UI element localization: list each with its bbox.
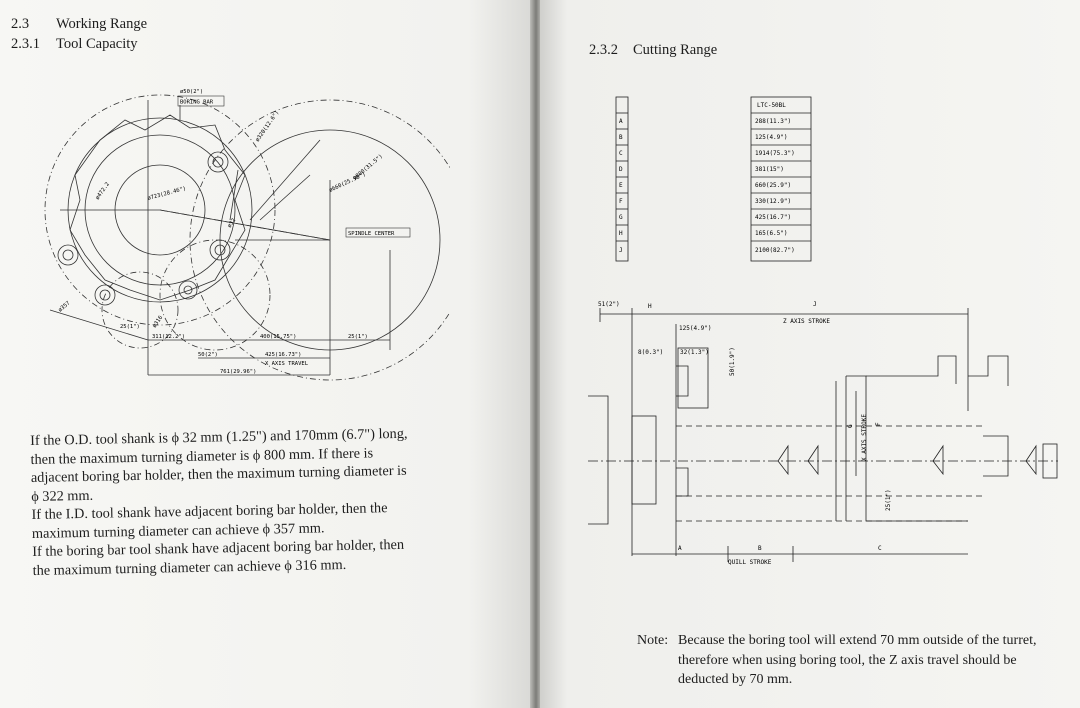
- section-number: 2.3: [11, 16, 30, 32]
- dim-label-425: 425(16.73"): [265, 352, 301, 358]
- book-gutter: [530, 0, 542, 708]
- dim-label-25: 25(1"): [885, 489, 892, 511]
- dim-label-50: 50(1.9"): [729, 347, 736, 376]
- x-axis-travel-label: X AXIS TRAVEL: [265, 361, 309, 367]
- dia-label-660: ø660(25.98"): [328, 172, 367, 194]
- subsection-title: Tool Capacity: [56, 36, 138, 52]
- dim-label-8: 8(0.3"): [638, 349, 663, 356]
- table-value: 330(12.9"): [755, 198, 791, 205]
- dim-letter-C: C: [878, 545, 882, 552]
- table-letter: E: [619, 182, 623, 189]
- table-letter: F: [619, 198, 623, 205]
- cutting-range-table: LTC-50BL A B C D E F G H J 288(11.3") 12…: [615, 96, 812, 262]
- table-letter: G: [619, 214, 623, 221]
- spindle-center-label: SPINDLE CENTER: [348, 231, 395, 237]
- dim-letter-B: B: [758, 545, 762, 552]
- table-letter: J: [619, 247, 623, 254]
- dim-label-761: 761(29.96"): [220, 369, 256, 375]
- dim-letter-H: H: [648, 303, 652, 310]
- quill-stroke-label: QUILL STROKE: [728, 559, 772, 566]
- dim-letter-G: G: [847, 424, 854, 428]
- dia-label-357: ø357: [57, 300, 71, 313]
- subsection-number: 2.3.2: [589, 42, 618, 58]
- x-axis-stroke-label: X AXIS STROKE: [861, 414, 868, 461]
- z-axis-stroke-label: Z AXIS STROKE: [783, 318, 830, 325]
- tool-capacity-paragraph: If the O.D. tool shank is ϕ 32 mm (1.25"…: [30, 424, 473, 580]
- dim-label-50: 50(2"): [198, 352, 218, 358]
- table-value: 2100(82.7"): [755, 247, 795, 254]
- section-heading: 2.3 Working Range: [11, 16, 147, 33]
- note-label: Note:: [637, 633, 669, 648]
- table-letter: B: [619, 134, 623, 141]
- boring-bar-size-label: ø50(2"): [180, 89, 203, 95]
- dim-letter-J: J: [813, 301, 817, 308]
- boring-bar-label: BORING BAR: [180, 100, 214, 106]
- dim-label-125: 125(4.9"): [679, 325, 712, 332]
- section-title: Working Range: [56, 16, 148, 32]
- dim-label-400: 400(15.75"): [260, 334, 296, 340]
- right-page: 2.3.2 Cutting Range: [540, 0, 1080, 708]
- dim-label-25: 25(1"): [348, 334, 368, 340]
- boring-tool-note: Note: Because the boring tool will exten…: [637, 631, 1057, 690]
- dia-label-316: ø316: [152, 315, 165, 329]
- subsection-heading: 2.3.1 Tool Capacity: [11, 36, 138, 53]
- dim-label-51: 51(2"): [598, 301, 620, 308]
- dim-letter-F: F: [875, 422, 882, 426]
- table-header: LTC-50BL: [757, 102, 786, 109]
- dim-letter-A: A: [678, 545, 682, 552]
- left-page: 2.3 Working Range 2.3.1 Tool Capacity: [0, 0, 532, 708]
- dia-label-32: ø32: [227, 218, 238, 230]
- boring-bar-label-box: [177, 95, 225, 107]
- table-letter: C: [619, 150, 623, 157]
- note-text: Because the boring tool will extend 70 m…: [678, 633, 1037, 687]
- table-value: 165(6.5"): [755, 230, 788, 237]
- dim-label-25-small: 25(1"): [120, 324, 140, 330]
- table-value: 288(11.3"): [755, 118, 791, 125]
- table-letter: D: [619, 166, 623, 173]
- dim-label-32: 32(1.3"): [680, 349, 709, 356]
- table-value: 381(15"): [755, 166, 784, 173]
- dia-label-472: ø472.2: [95, 181, 111, 201]
- table-value: 1914(75.3"): [755, 150, 795, 157]
- spindle-label-box: [345, 227, 411, 238]
- dia-label-723: ø723(28.46"): [147, 186, 187, 202]
- subsection-title: Cutting Range: [633, 42, 718, 58]
- table-value: 660(25.9"): [755, 182, 791, 189]
- table-value: 125(4.9"): [755, 134, 788, 141]
- table-letter: H: [619, 230, 623, 237]
- cutting-range-drawing: 51(2") H J Z AXIS STROKE 125(4.9") 8(0.3…: [588, 301, 1058, 566]
- subsection-heading-right: 2.3.2 Cutting Range: [589, 42, 717, 59]
- table-letter: A: [619, 118, 623, 125]
- tool-capacity-drawing: ø50(2") BORING BAR ø320(12.6") ø800(31.5…: [44, 89, 450, 381]
- dim-label-311: 311(12.2"): [152, 334, 185, 340]
- subsection-number: 2.3.1: [11, 36, 40, 52]
- table-value: 425(16.7"): [755, 214, 791, 221]
